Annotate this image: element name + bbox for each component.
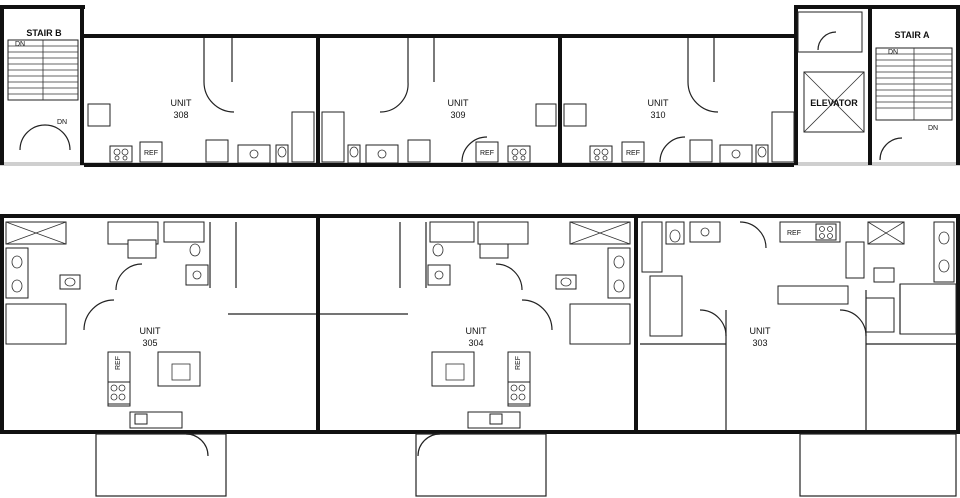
unit-303-label: UNIT — [750, 326, 771, 336]
unit-304-number: 304 — [468, 338, 483, 348]
unit-308-label: UNIT — [171, 98, 192, 108]
unit-309-plan — [321, 38, 557, 164]
stair-a-label: STAIR A — [895, 30, 930, 40]
stair-b-dn-top: DN — [15, 41, 25, 48]
unit-308-number: 308 — [173, 110, 188, 120]
unit-308-plan — [87, 38, 315, 164]
unit-303-number: 303 — [752, 338, 767, 348]
unit-304-label: UNIT — [466, 326, 487, 336]
unit-305-label: UNIT — [140, 326, 161, 336]
unit-308-ref: REF — [144, 150, 158, 157]
unit-304-ref: REF — [515, 356, 522, 370]
unit-310-number: 310 — [650, 110, 665, 120]
unit-309-label: UNIT — [448, 98, 469, 108]
unit-305-ref: REF — [115, 356, 122, 370]
elevator-label: ELEVATOR — [810, 98, 858, 108]
stair-b-label: STAIR B — [26, 28, 62, 38]
stair-b — [7, 39, 79, 151]
unit-310-ref: REF — [626, 150, 640, 157]
unit-309-number: 309 — [450, 110, 465, 120]
bottom-wing-walls — [0, 214, 960, 497]
elevator — [797, 11, 865, 133]
stair-b-dn-bottom: DN — [57, 119, 67, 126]
unit-305-number: 305 — [142, 338, 157, 348]
stair-a — [875, 47, 953, 161]
stair-a-dn-bottom: DN — [928, 125, 938, 132]
unit-303-plan — [640, 221, 957, 430]
unit-305-plan — [5, 221, 316, 457]
top-wing-walls — [0, 5, 960, 167]
stair-a-dn-top: DN — [888, 49, 898, 56]
unit-310-plan — [563, 38, 795, 164]
unit-310-label: UNIT — [648, 98, 669, 108]
unit-309-ref: REF — [480, 150, 494, 157]
unit-304-plan — [320, 221, 631, 457]
unit-303-ref: REF — [787, 230, 801, 237]
